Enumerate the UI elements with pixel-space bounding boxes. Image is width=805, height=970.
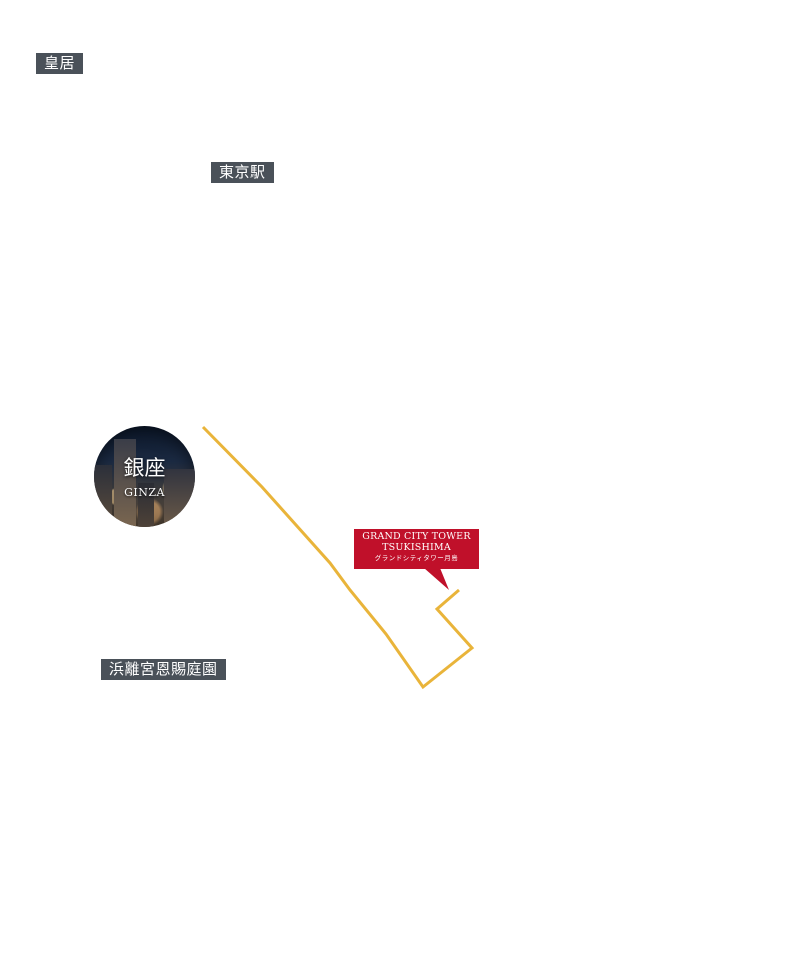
building-silhouette [94,465,112,527]
badge-pointer [424,568,449,590]
ginza-name-ja: 銀座 [123,456,166,480]
destination-badge: GRAND CITY TOWER TSUKISHIMA グランドシティタワー月島 [354,529,479,569]
destination-name-line1: GRAND CITY TOWER [362,531,471,542]
ginza-name-en: GINZA [124,486,165,499]
route-line [201,425,475,690]
label-hamarikyu: 浜離宮恩賜庭園 [101,659,226,680]
label-kokyo: 皇居 [36,53,84,74]
building-silhouette [164,469,195,527]
clock-tower-silhouette [114,439,136,527]
destination-name-line2: TSUKISHIMA [382,541,451,553]
label-tokyo-station: 東京駅 [211,162,274,183]
destination-name-ja: グランドシティタワー月島 [374,554,459,562]
building-silhouette [138,483,154,527]
ginza-photo-marker: 銀座 GINZA [94,426,195,527]
